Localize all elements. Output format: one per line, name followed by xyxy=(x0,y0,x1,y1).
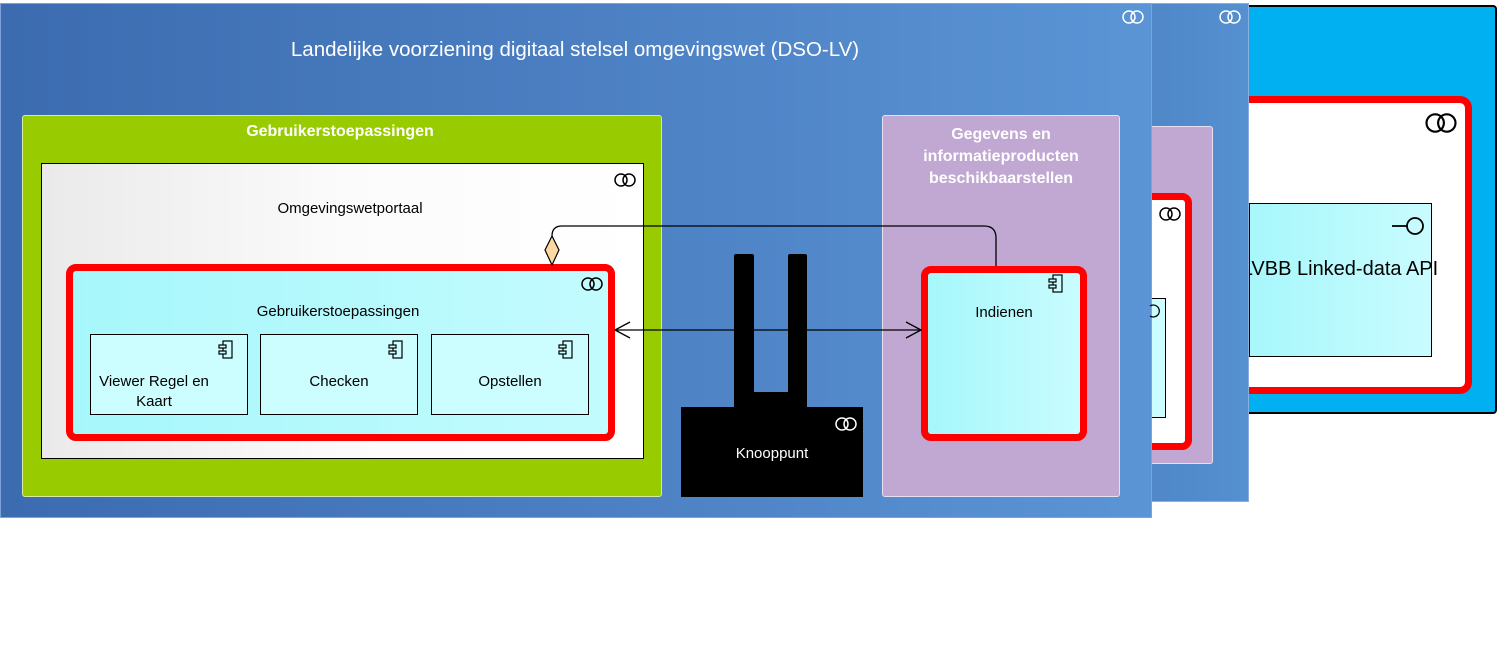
collaboration-icon xyxy=(1219,10,1241,24)
component-icon xyxy=(218,340,233,359)
collaboration-icon xyxy=(1425,113,1457,133)
inner-group-label: Gebruikerstoepassingen xyxy=(256,303,420,320)
opstellen-label: Opstellen xyxy=(478,373,542,390)
component-icon xyxy=(388,340,403,359)
viewer-label: Viewer Regel en Kaart xyxy=(99,373,209,410)
lvbb-interface-box[interactable] xyxy=(1249,203,1432,357)
purple-group-title: Gegevens en informatieproducten beschikb… xyxy=(923,126,1079,187)
collaboration-icon xyxy=(581,277,603,291)
component-icon xyxy=(1048,274,1063,293)
indienen-label: Indienen xyxy=(975,304,1033,321)
collaboration-icon xyxy=(1122,10,1144,24)
knooppunt-label: Knooppunt xyxy=(735,445,809,462)
interface-icon xyxy=(1392,217,1424,235)
aggregation-connector xyxy=(551,225,997,266)
aggregation-diamond xyxy=(544,234,560,267)
knooppunt-node[interactable] xyxy=(681,407,863,497)
collaboration-icon xyxy=(614,173,636,187)
green-group-title: Gebruikerstoepassingen xyxy=(246,123,434,140)
knooppunt-pillars xyxy=(734,254,807,410)
portaal-label: Omgevingswetportaal xyxy=(277,200,423,217)
checken-label: Checken xyxy=(309,373,369,390)
component-icon xyxy=(1149,304,1160,318)
collaboration-icon xyxy=(835,417,857,431)
association-connector xyxy=(613,321,923,339)
main-title: Landelijke voorziening digitaal stelsel … xyxy=(290,38,860,61)
lvbb-label: LVBB Linked-data API xyxy=(1241,258,1439,280)
collaboration-icon xyxy=(1159,207,1181,221)
component-icon xyxy=(558,340,573,359)
indienen-component[interactable] xyxy=(921,266,1087,441)
